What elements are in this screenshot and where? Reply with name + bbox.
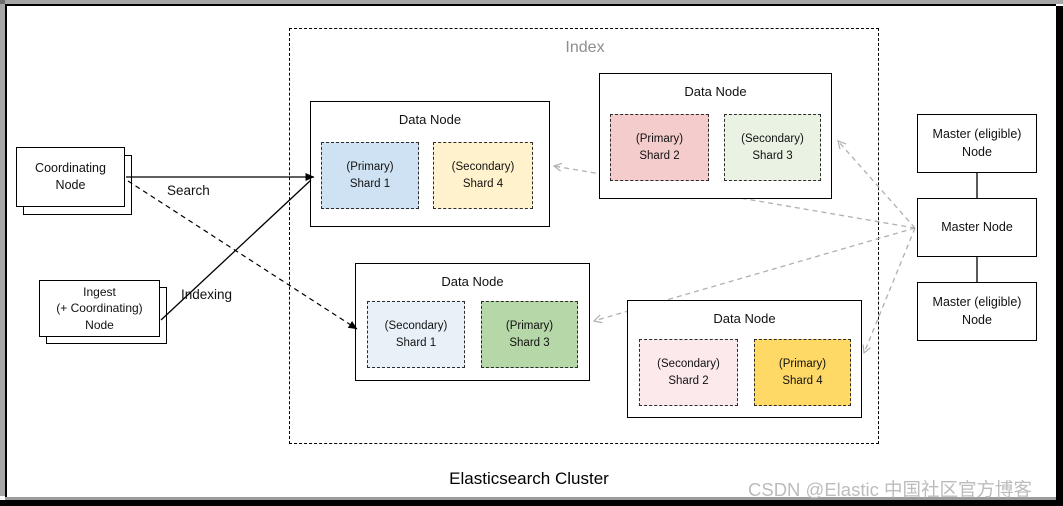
ingest-node-label-line1: Ingest: [83, 285, 116, 300]
shard-role: (Primary): [778, 358, 827, 371]
shard-secondary-2: (Secondary) Shard 2: [639, 339, 738, 406]
coordinating-node-label-line1: Coordinating: [35, 160, 106, 175]
shard-name: Shard 2: [668, 374, 709, 387]
master-node: Master Node: [917, 198, 1037, 257]
master-label-line1: Master (eligible): [932, 127, 1022, 141]
frame-top-bar: [0, 0, 1063, 4]
frame-bottom-gray-line: [5, 497, 1056, 500]
shard-primary-3: (Primary) Shard 3: [481, 301, 578, 368]
data-node-2: Data Node (Primary) Shard 2 (Secondary) …: [599, 73, 832, 199]
data-node-1-title: Data Node: [398, 112, 462, 127]
shard-name: Shard 2: [639, 149, 680, 162]
ingest-node-box: Ingest (+ Coordinating) Node: [39, 280, 160, 337]
frame-top-line: [5, 4, 1056, 6]
frame-bottom-bar: [0, 500, 1063, 506]
indexing-flow-label: Indexing: [181, 287, 233, 302]
shard-name: Shard 3: [752, 149, 793, 162]
master-label-line1: Master Node: [941, 219, 1013, 234]
shard-name: Shard 4: [782, 374, 823, 387]
frame-left-bar: [0, 4, 5, 496]
master-eligible-node-bottom: Master (eligible) Node: [917, 282, 1037, 341]
shard-primary-2: (Primary) Shard 2: [610, 114, 709, 181]
shard-role: (Primary): [505, 320, 554, 333]
shard-role: (Secondary): [657, 358, 720, 371]
shard-role: (Primary): [635, 133, 684, 146]
frame-left-line: [5, 4, 7, 498]
shard-name: Shard 4: [462, 177, 504, 190]
shard-role: (Primary): [346, 161, 394, 174]
shard-name: Shard 1: [349, 177, 391, 190]
shard-secondary-4: (Secondary) Shard 4: [433, 142, 533, 209]
frame-corner: [0, 0, 5, 4]
coordinating-node-label-line2: Node: [55, 178, 86, 192]
shard-role: (Secondary): [451, 161, 515, 174]
data-node-4-title: Data Node: [713, 311, 776, 326]
cluster-label: Elasticsearch Cluster: [449, 469, 609, 488]
shard-name: Shard 1: [395, 336, 437, 349]
master-label-line2: Node: [962, 312, 992, 327]
search-flow-label: Search: [167, 183, 210, 198]
watermark: CSDN @Elastic 中国社区官方博客: [748, 479, 1032, 500]
data-node-4: Data Node (Secondary) Shard 2 (Primary) …: [627, 300, 862, 418]
data-node-3: Data Node (Secondary) Shard 1 (Primary) …: [355, 263, 590, 381]
ingest-node-label-line2: (+ Coordinating): [56, 301, 143, 316]
shard-name: Shard 3: [509, 336, 550, 349]
master-label-line2: Node: [962, 144, 992, 159]
shard-secondary-3: (Secondary) Shard 3: [724, 114, 821, 181]
shard-primary-1: (Primary) Shard 1: [321, 142, 419, 209]
shard-role: (Secondary): [741, 133, 804, 146]
frame-right-bar: [1056, 6, 1063, 506]
shard-role: (Secondary): [384, 320, 448, 333]
data-node-3-title: Data Node: [441, 274, 504, 289]
master-label-line1: Master (eligible): [932, 295, 1022, 309]
coordinating-node-box: Coordinating Node: [16, 147, 125, 207]
shard-primary-4: (Primary) Shard 4: [754, 339, 851, 406]
shard-secondary-1: (Secondary) Shard 1: [367, 301, 465, 368]
master-eligible-node-top: Master (eligible) Node: [917, 114, 1037, 173]
data-node-2-title: Data Node: [684, 84, 747, 99]
ingest-node-label-line3: Node: [85, 317, 114, 332]
index-label: Index: [565, 39, 605, 56]
data-node-1: Data Node (Primary) Shard 1 (Secondary) …: [310, 101, 550, 227]
